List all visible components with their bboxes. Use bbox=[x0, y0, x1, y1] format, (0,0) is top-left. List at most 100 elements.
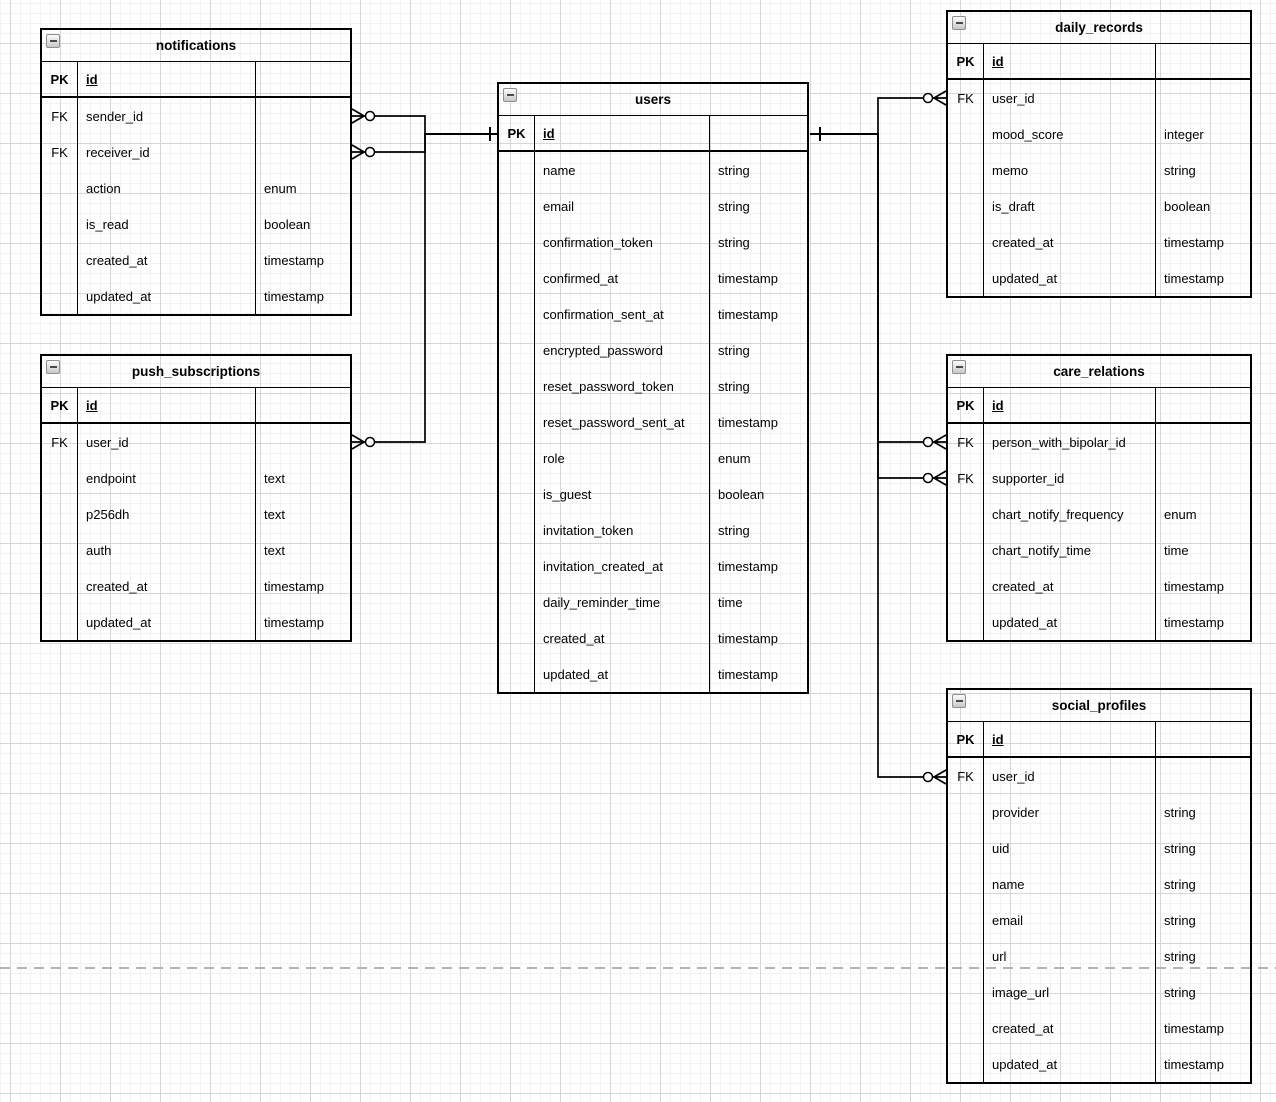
collapse-minus-icon[interactable] bbox=[952, 16, 966, 30]
collapse-minus-icon[interactable] bbox=[46, 34, 60, 48]
field-name-cell: id bbox=[535, 116, 709, 150]
entity-title-bar[interactable]: daily_records bbox=[948, 12, 1250, 44]
field-name-cell: confirmation_token bbox=[535, 224, 709, 260]
field-name-text: created_at bbox=[992, 234, 1054, 250]
entity-title: care_relations bbox=[1053, 364, 1145, 379]
entity-title-bar[interactable]: care_relations bbox=[948, 356, 1250, 388]
field-name-cell: id bbox=[984, 388, 1155, 422]
entity-title-bar[interactable]: users bbox=[499, 84, 807, 116]
field-name-cell: updated_at bbox=[78, 278, 255, 314]
collapse-minus-icon[interactable] bbox=[952, 694, 966, 708]
field-name-cell: chart_notify_time bbox=[984, 532, 1155, 568]
entity-title-bar[interactable]: push_subscriptions bbox=[42, 356, 350, 388]
key-cell bbox=[948, 1010, 984, 1046]
field-type-cell: timestamp bbox=[709, 260, 807, 296]
collapse-minus-icon[interactable] bbox=[952, 360, 966, 374]
key-cell bbox=[42, 242, 78, 278]
field-type-cell: timestamp bbox=[1155, 1010, 1250, 1046]
field-name-text: provider bbox=[992, 804, 1039, 820]
key-cell bbox=[948, 902, 984, 938]
field-name-text: updated_at bbox=[992, 1056, 1058, 1072]
field-type-cell bbox=[709, 116, 807, 150]
field-name-text: endpoint bbox=[86, 470, 136, 486]
field-name-cell: sender_id bbox=[78, 98, 255, 134]
field-name-cell: created_at bbox=[984, 1010, 1155, 1046]
collapse-minus-icon[interactable] bbox=[503, 88, 517, 102]
field-type-cell: string bbox=[709, 224, 807, 260]
field-name-cell: id bbox=[78, 62, 255, 96]
entity-title-bar[interactable]: social_profiles bbox=[948, 690, 1250, 722]
field-name-cell: uid bbox=[984, 830, 1155, 866]
field-name-cell: id bbox=[984, 722, 1155, 756]
key-cell bbox=[42, 604, 78, 640]
key-cell: PK bbox=[499, 116, 535, 150]
field-name-text: is_guest bbox=[543, 486, 592, 502]
collapse-minus-icon[interactable] bbox=[46, 360, 60, 374]
entity-title-bar[interactable]: notifications bbox=[42, 30, 350, 62]
field-type-cell: timestamp bbox=[709, 620, 807, 656]
key-cell bbox=[499, 296, 535, 332]
